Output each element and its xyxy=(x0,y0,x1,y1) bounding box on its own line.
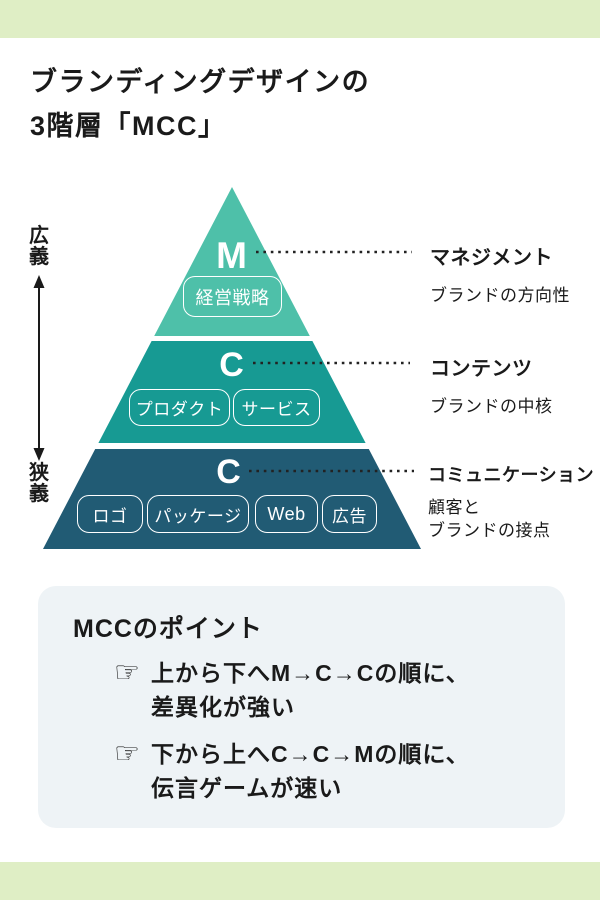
point-item-2-line2: 伝言ゲームが速い xyxy=(151,775,343,801)
annotation-management: マネジメント ブランドの方向性 xyxy=(430,241,570,306)
chip-ad: 広告 xyxy=(322,495,377,533)
points-panel-title: MCCのポイント xyxy=(73,615,263,643)
point-item-2: ☞ 下から上へC→C→Mの順に、 伝言ゲームが速い xyxy=(114,737,470,805)
layer-letter-communication: C xyxy=(216,453,241,491)
page-title-line1: ブランディングデザインの xyxy=(30,67,371,97)
pointing-hand-icon: ☞ xyxy=(114,738,140,770)
page-title: ブランディングデザインの 3階層「MCC」 xyxy=(30,60,370,148)
chip-logo: ロゴ xyxy=(77,495,143,533)
chip-service: サービス xyxy=(233,389,320,426)
scope-axis-arrowhead-down-icon xyxy=(33,448,45,461)
axis-label-narrow: 狭義 xyxy=(29,462,49,505)
annotation-contents: コンテンツ ブランドの中核 xyxy=(430,352,553,417)
chip-keiei-senryaku: 経営戦略 xyxy=(183,276,282,317)
page-title-line2: 3階層「MCC」 xyxy=(30,111,227,141)
points-panel: MCCのポイント ☞ 上から下へM→C→Cの順に、 差異化が強い ☞ 下から上へ… xyxy=(38,586,565,828)
annotation-communication-desc-line1: 顧客と xyxy=(428,498,481,517)
point-item-1: ☞ 上から下へM→C→Cの順に、 差異化が強い xyxy=(114,656,470,724)
layer-letter-management: M xyxy=(216,235,247,276)
points-list: ☞ 上から下へM→C→Cの順に、 差異化が強い ☞ 下から上へC→C→Mの順に、… xyxy=(114,656,470,818)
annotation-communication-title: コミュニケーション xyxy=(428,465,595,485)
axis-label-broad: 広義 xyxy=(29,225,49,268)
point-item-1-line2: 差異化が強い xyxy=(151,694,295,720)
layer-letter-contents: C xyxy=(219,346,244,384)
pyramid-layer-management-shape xyxy=(154,187,310,336)
scope-axis-arrowhead-up-icon xyxy=(33,275,45,288)
point-item-2-line1: 下から上へC→C→Mの順に、 xyxy=(151,741,470,767)
pyramid-layer-contents-shape xyxy=(98,341,366,443)
annotation-management-desc: ブランドの方向性 xyxy=(430,286,570,305)
annotation-communication: コミュニケーション 顧客と ブランドの接点 xyxy=(428,461,594,542)
annotation-contents-desc: ブランドの中核 xyxy=(430,397,553,416)
point-item-1-text: 上から下へM→C→Cの順に、 差異化が強い xyxy=(151,656,470,724)
chip-package: パッケージ xyxy=(147,495,249,533)
bottom-border-band xyxy=(0,862,600,900)
point-item-1-line1: 上から下へM→C→Cの順に、 xyxy=(151,660,470,686)
chip-web: Web xyxy=(255,495,318,533)
annotation-management-title: マネジメント xyxy=(430,247,553,269)
annotation-contents-title: コンテンツ xyxy=(430,358,533,380)
pointing-hand-icon: ☞ xyxy=(114,657,140,689)
top-border-band xyxy=(0,0,600,38)
point-item-2-text: 下から上へC→C→Mの順に、 伝言ゲームが速い xyxy=(151,737,470,805)
annotation-communication-desc-line2: ブランドの接点 xyxy=(428,521,551,540)
chip-product: プロダクト xyxy=(129,389,230,426)
